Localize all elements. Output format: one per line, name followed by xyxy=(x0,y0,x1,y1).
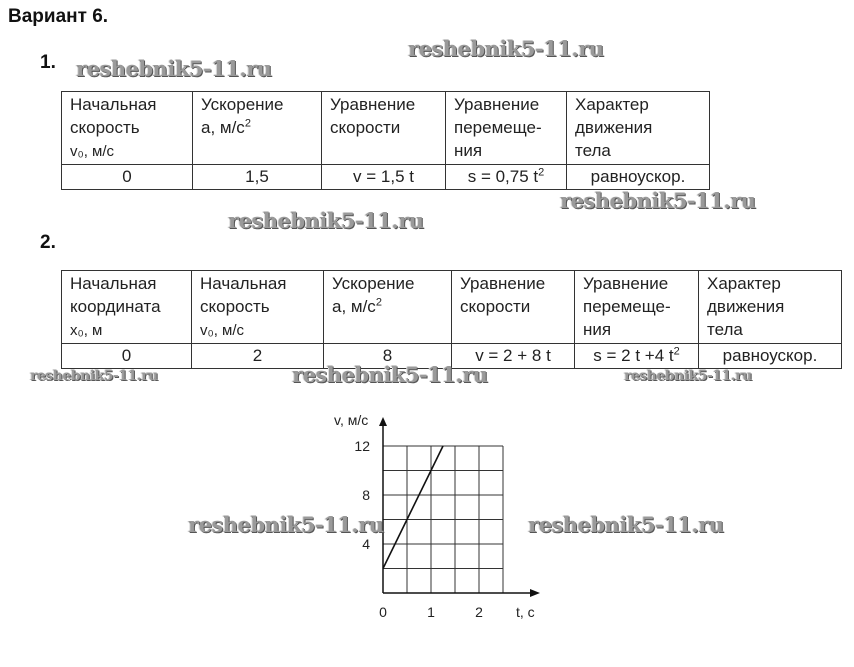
y-tick-label: 12 xyxy=(354,438,370,454)
y-tick-label: 8 xyxy=(362,487,370,503)
task-2-number: 2. xyxy=(40,232,56,253)
cell: равноускор. xyxy=(698,343,842,369)
task-1-number: 1. xyxy=(40,52,56,73)
cell: v = 2 + 8 t xyxy=(451,343,575,369)
cell: s = 0,75 t2 xyxy=(445,164,567,190)
x-tick-label: 1 xyxy=(427,604,435,620)
watermark: reshebnik5-11.ru xyxy=(188,512,384,537)
watermark: reshebnik5-11.ru xyxy=(528,512,724,537)
x-tick-label: 2 xyxy=(475,604,483,620)
x-axis-label: t, c xyxy=(516,604,535,620)
table-row: 0 1,5 v = 1,5 t s = 0,75 t2 равноускор. xyxy=(61,164,710,190)
y-tick-label: 4 xyxy=(362,536,370,552)
cell: s = 2 t +4 t2 xyxy=(574,343,699,369)
cell: 0 xyxy=(61,164,193,190)
y-axis-label: v, м/с xyxy=(334,412,368,428)
watermark: reshebnik5-11.ru xyxy=(76,56,272,81)
cell: 2 xyxy=(191,343,324,369)
table-row: 0 2 8 v = 2 + 8 t s = 2 t +4 t2 равноуск… xyxy=(61,343,842,369)
series-line xyxy=(382,445,444,569)
watermark: reshebnik5-11.ru xyxy=(408,36,604,61)
watermark: reshebnik5-11.ru xyxy=(228,208,424,233)
cell: v = 1,5 t xyxy=(321,164,446,190)
watermark: reshebnik5-11.ru xyxy=(624,368,752,384)
watermark: reshebnik5-11.ru xyxy=(30,368,158,384)
x-axis-arrow-icon xyxy=(530,589,540,597)
cell: 8 xyxy=(323,343,452,369)
x-tick-label: 0 xyxy=(379,604,387,620)
cell: равноускор. xyxy=(566,164,710,190)
variant-title: Вариант 6. xyxy=(8,6,109,27)
y-axis-arrow-icon xyxy=(379,417,387,426)
watermark: reshebnik5-11.ru xyxy=(292,362,488,387)
watermark: reshebnik5-11.ru xyxy=(560,188,756,213)
cell: 0 xyxy=(61,343,192,369)
cell: 1,5 xyxy=(192,164,322,190)
